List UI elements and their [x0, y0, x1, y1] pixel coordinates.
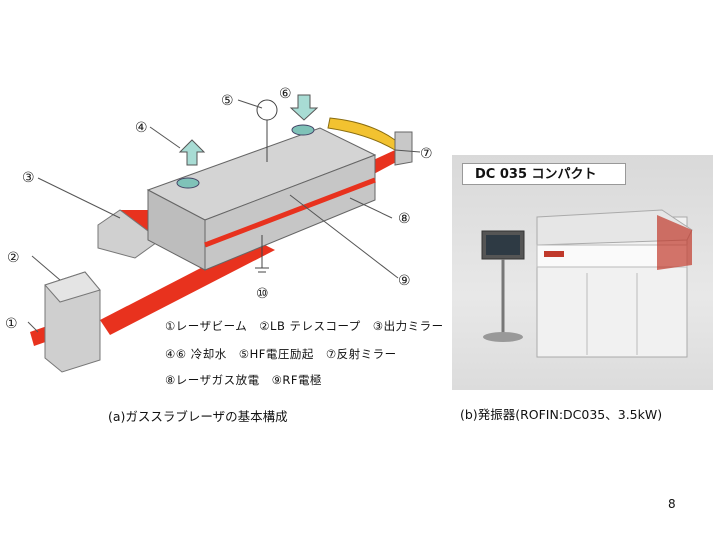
coolant-port-left — [177, 178, 199, 188]
page-number: 8 — [668, 497, 676, 511]
hf-excitation-symbol — [257, 100, 277, 120]
coolant-arrow-4 — [180, 140, 204, 165]
callout-10: ⑩ — [256, 286, 269, 302]
coolant-arrow-6 — [291, 95, 317, 120]
callout-9: ⑨ — [398, 273, 411, 289]
legend-line-1: ①レーザビーム ②LB テレスコープ ③出力ミラー — [165, 318, 444, 334]
callout-3: ③ — [22, 170, 35, 186]
callout-7: ⑦ — [420, 146, 433, 162]
laser-diagram: ① ② ③ ④ ⑤ ⑥ ⑦ ⑧ ⑨ ⑩ — [0, 0, 450, 400]
legend-line-3: ⑧レーザガス放電 ⑨RF電極 — [165, 372, 322, 388]
photo-caption: (b)発振器(ROFIN:DC035、3.5kW) — [460, 404, 662, 423]
callout-4: ④ — [135, 120, 148, 136]
callout-5: ⑤ — [221, 93, 234, 109]
callout-8: ⑧ — [398, 211, 411, 227]
oscillator-photo: DC 035 コンパクト — [452, 155, 713, 390]
callout-2: ② — [7, 250, 20, 266]
oscillator-illustration — [452, 155, 713, 390]
diagram-caption: (a)ガススラブレーザの基本構成 — [108, 406, 288, 425]
callout-1: ① — [5, 316, 18, 332]
coolant-port-right — [292, 125, 314, 135]
callout-6: ⑥ — [279, 86, 292, 102]
legend-line-2: ④⑥ 冷却水 ⑤HF電圧励起 ⑦反射ミラー — [165, 346, 397, 362]
